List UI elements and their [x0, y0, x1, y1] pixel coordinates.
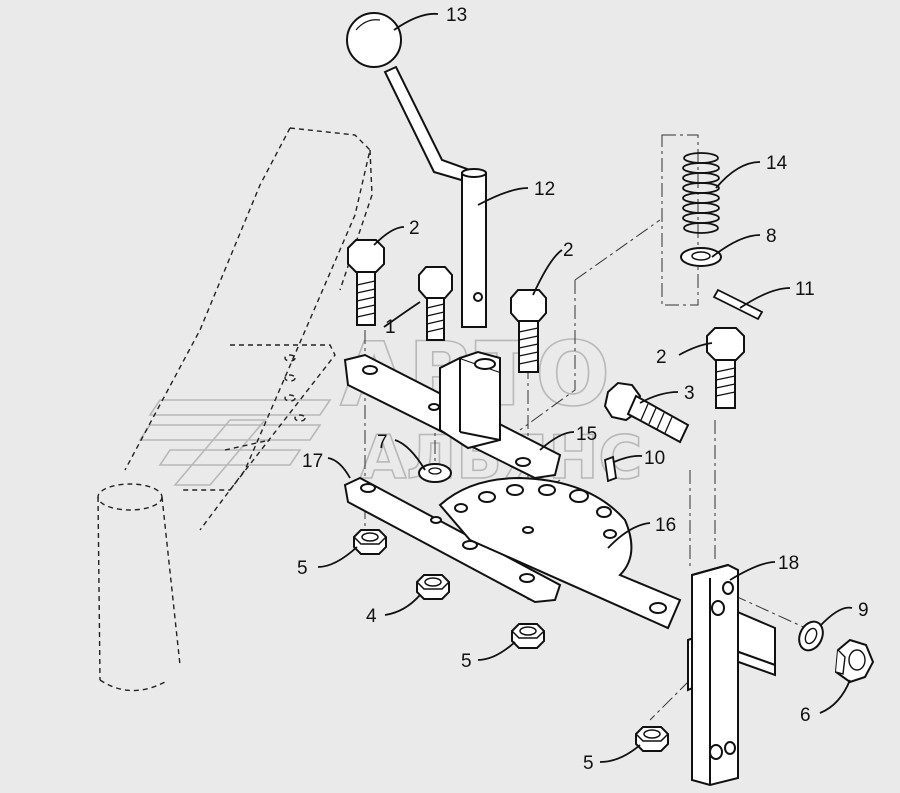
nut-5-top	[353, 529, 387, 555]
bolt-2-right	[706, 327, 745, 409]
pin-11	[712, 288, 764, 321]
label-part-11: 11	[795, 279, 815, 300]
watermark: АВТО АЛЬЯНС	[138, 322, 643, 494]
label-part-10: 10	[644, 448, 665, 469]
nut-6	[834, 638, 875, 684]
washer-8	[680, 247, 722, 267]
label-part-2-b: 2	[563, 240, 574, 261]
label-part-17: 17	[302, 451, 323, 472]
plate-17	[343, 476, 562, 604]
nut-5-bottom	[635, 726, 669, 752]
spring-14	[682, 152, 720, 234]
label-part-18: 18	[778, 553, 799, 574]
label-part-1: 1	[385, 317, 396, 338]
nut-4	[416, 574, 450, 600]
lever-rod-12	[383, 65, 487, 328]
label-part-2-c: 2	[656, 347, 667, 368]
label-part-4: 4	[366, 606, 377, 627]
bolt-3	[603, 381, 690, 444]
label-part-3: 3	[684, 383, 695, 404]
label-part-2-a: 2	[409, 218, 420, 239]
bolt-2-center	[510, 289, 547, 373]
bracket-15	[343, 350, 562, 480]
part-labels: 13 14 8 11 12 2 2 1 2 3 15 7 17 10 16 18…	[297, 5, 869, 774]
label-part-16: 16	[655, 515, 676, 536]
bolt-1	[418, 266, 453, 341]
plate-18	[687, 563, 776, 787]
label-part-5-c: 5	[583, 753, 594, 774]
leader-lines	[317, 12, 853, 763]
label-part-6: 6	[800, 705, 811, 726]
label-part-7: 7	[377, 432, 388, 453]
label-part-14: 14	[766, 153, 788, 174]
watermark-logo	[138, 399, 332, 486]
pin-10	[604, 455, 617, 483]
label-part-15: 15	[576, 424, 597, 445]
nut-5-middle	[511, 623, 545, 649]
label-part-12: 12	[534, 179, 555, 200]
spacer-7	[418, 463, 452, 483]
washer-9	[798, 620, 824, 652]
label-part-5-b: 5	[461, 651, 472, 672]
frame-outline	[97, 127, 373, 692]
bolt-2-left	[347, 239, 385, 326]
label-part-8: 8	[766, 226, 777, 247]
knob-13	[346, 12, 402, 68]
label-part-13: 13	[446, 5, 467, 26]
sector-plate-16	[438, 476, 682, 630]
label-part-9: 9	[858, 600, 869, 621]
label-part-5-a: 5	[297, 558, 308, 579]
